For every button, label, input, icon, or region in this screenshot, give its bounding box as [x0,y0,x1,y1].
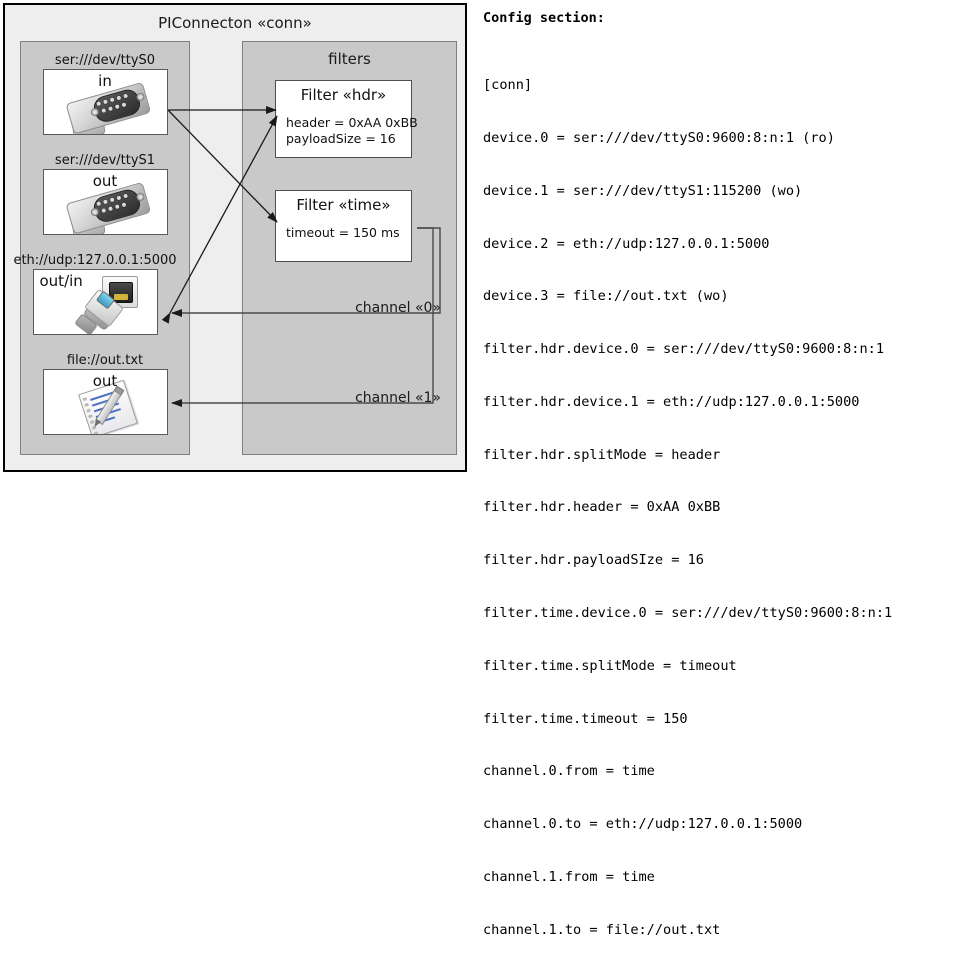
device-entry-ttys0[interactable]: ser:///dev/ttyS0 in [31,52,179,135]
config-line: device.0 = ser:///dev/ttyS0:9600:8:n:1 (… [483,129,835,146]
filter-properties: header = 0xAA 0xBB payloadSize = 16 [286,115,418,147]
devices-panel: ser:///dev/ttyS0 in [13,41,190,455]
filters-panel-title: filters [328,50,371,68]
diagram-title: PIConnecton «conn» [158,14,312,32]
filter-title: Filter «time» [296,196,391,214]
device-direction: out/in [39,272,83,290]
filter-title: Filter «hdr» [300,86,387,104]
device-entry-eth[interactable]: eth://udp:127.0.0.1:5000 out/in [12,252,178,335]
device-label: file://out.txt [66,353,144,368]
device-direction: out [92,172,118,190]
config-line: channel.1.to = file://out.txt [483,921,721,938]
config-line: filter.hdr.header = 0xAA 0xBB [483,499,721,516]
config-line: filter.time.splitMode = timeout [483,657,737,674]
filter-properties: timeout = 150 ms [286,225,411,241]
device-box[interactable]: out [42,169,168,235]
config-line: filter.time.device.0 = ser:///dev/ttyS0:… [483,605,893,621]
config-line: filter.hdr.splitMode = header [483,446,721,463]
config-lines: [conn] device.0 = ser:///dev/ttyS0:9600:… [483,42,961,968]
filters-panel: filters Filter «hdr» header = 0xAA 0xBB … [242,41,457,455]
device-label: eth://udp:127.0.0.1:5000 [13,253,177,268]
config-section: Config section: [conn] device.0 = ser://… [481,6,961,938]
config-line: filter.hdr.device.1 = eth://udp:127.0.0.… [483,393,860,410]
config-line: filter.hdr.payloadSIze = 16 [483,552,704,569]
connector-diagram: PIConnecton «conn» ser:///dev/ttyS0 in [3,3,467,472]
notepad-pencil-icon [77,379,148,434]
config-line: filter.time.timeout = 150 [483,710,688,727]
device-box[interactable]: out/in [32,269,158,335]
device-entry-ttys1[interactable]: ser:///dev/ttyS1 out [31,152,179,235]
filter-box-time[interactable]: Filter «time» timeout = 150 ms [275,190,412,262]
channel-label-0: channel «0» [355,300,441,316]
filter-property: header = 0xAA 0xBB [286,115,418,130]
device-label: ser:///dev/ttyS0 [54,53,156,68]
filter-property: payloadSize = 16 [286,131,396,146]
device-label: ser:///dev/ttyS1 [54,153,156,168]
device-direction: in [98,72,112,90]
device-box[interactable]: out [42,369,168,435]
config-line: [conn] [483,77,533,94]
filter-property: timeout = 150 ms [286,225,400,240]
config-line: channel.0.from = time [483,763,655,780]
config-line: channel.1.from = time [483,868,655,885]
device-entry-file[interactable]: file://out.txt out [31,352,179,435]
config-line: device.3 = file://out.txt (wo) [483,288,729,305]
filter-box-hdr[interactable]: Filter «hdr» header = 0xAA 0xBB payloadS… [275,80,418,158]
config-line: device.2 = eth://udp:127.0.0.1:5000 [483,235,770,252]
config-line: device.1 = ser:///dev/ttyS1:115200 (wo) [483,182,803,199]
channel-label-1: channel «1» [355,390,441,406]
config-heading: Config section: [483,10,605,26]
device-direction: out [92,372,118,390]
ethernet-icon [73,276,156,334]
device-box[interactable]: in [42,69,168,135]
config-line: channel.0.to = eth://udp:127.0.0.1:5000 [483,816,803,833]
config-line: filter.hdr.device.0 = ser:///dev/ttyS0:9… [483,341,885,358]
